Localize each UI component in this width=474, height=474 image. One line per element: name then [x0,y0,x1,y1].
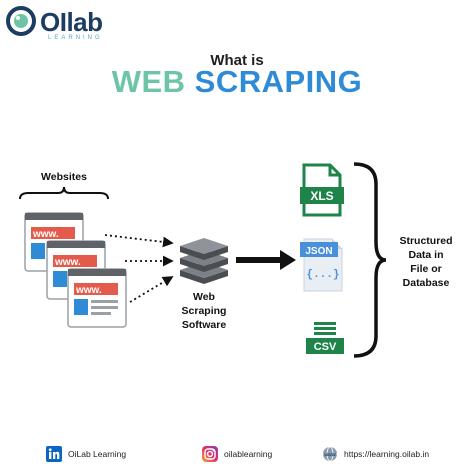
globe-icon: www [323,446,337,462]
json-file-icon: JSON {...} [300,238,343,292]
software-label-line-1: Web [193,291,215,303]
browser-url-2: www. [54,257,81,268]
dotted-arrow-3-icon [129,276,174,303]
result-label-line-3: File or [410,263,442,275]
footer-linkedin[interactable]: OiLab Learning [46,446,126,462]
title-part-web: WEB [111,64,186,99]
instagram-icon [202,446,218,462]
websites-illustration: www. www. www. [24,212,127,328]
footer-instagram[interactable]: oilablearning [202,446,272,462]
result-label: Structured Data in File or Database [390,234,462,290]
browser-url-3: www. [75,285,102,296]
title-part-scraping: SCRAPING [194,64,363,99]
xls-file-icon: XLS [300,163,344,217]
software-label-line-3: Software [181,319,227,331]
brand-logo: OIlab LEARNING [6,4,103,44]
result-brace-icon [353,162,387,358]
browser-url-1: www. [32,229,59,240]
xls-file-label: XLS [310,189,333,203]
server-icon [180,238,228,284]
result-label-line-2: Data in [408,249,444,261]
footer-instagram-text: oilablearning [224,449,273,459]
csv-file-label: CSV [314,341,337,353]
pre-title: What is [210,52,264,69]
svg-text:{...}: {...} [306,269,339,281]
page-title: WEB SCRAPING [0,64,474,100]
linkedin-icon [46,446,62,462]
footer-website[interactable]: www https://learning.oilab.in [322,446,429,462]
json-file-label: JSON [305,246,332,257]
process-arrow-icon [236,250,296,270]
footer-website-text: https://learning.oilab.in [344,449,430,459]
browser-window-3-icon [67,268,127,328]
svg-text:www: www [323,452,336,458]
logo-tagline: LEARNING [48,35,103,41]
websites-label: Websites [41,171,87,183]
result-label-line-1: Structured [399,235,453,247]
dotted-arrow-1-icon [104,234,174,248]
csv-file-icon: CSV [306,318,344,354]
dotted-arrows [104,234,174,303]
software-label-line-2: Scraping [181,305,227,317]
logo-text: OIlab [40,7,103,37]
software-label: Web Scraping Software [166,290,242,332]
result-label-line-4: Database [402,277,450,289]
logo-icon [6,6,36,36]
footer-linkedin-text: OiLab Learning [68,449,127,459]
websites-brace-icon [19,186,109,200]
